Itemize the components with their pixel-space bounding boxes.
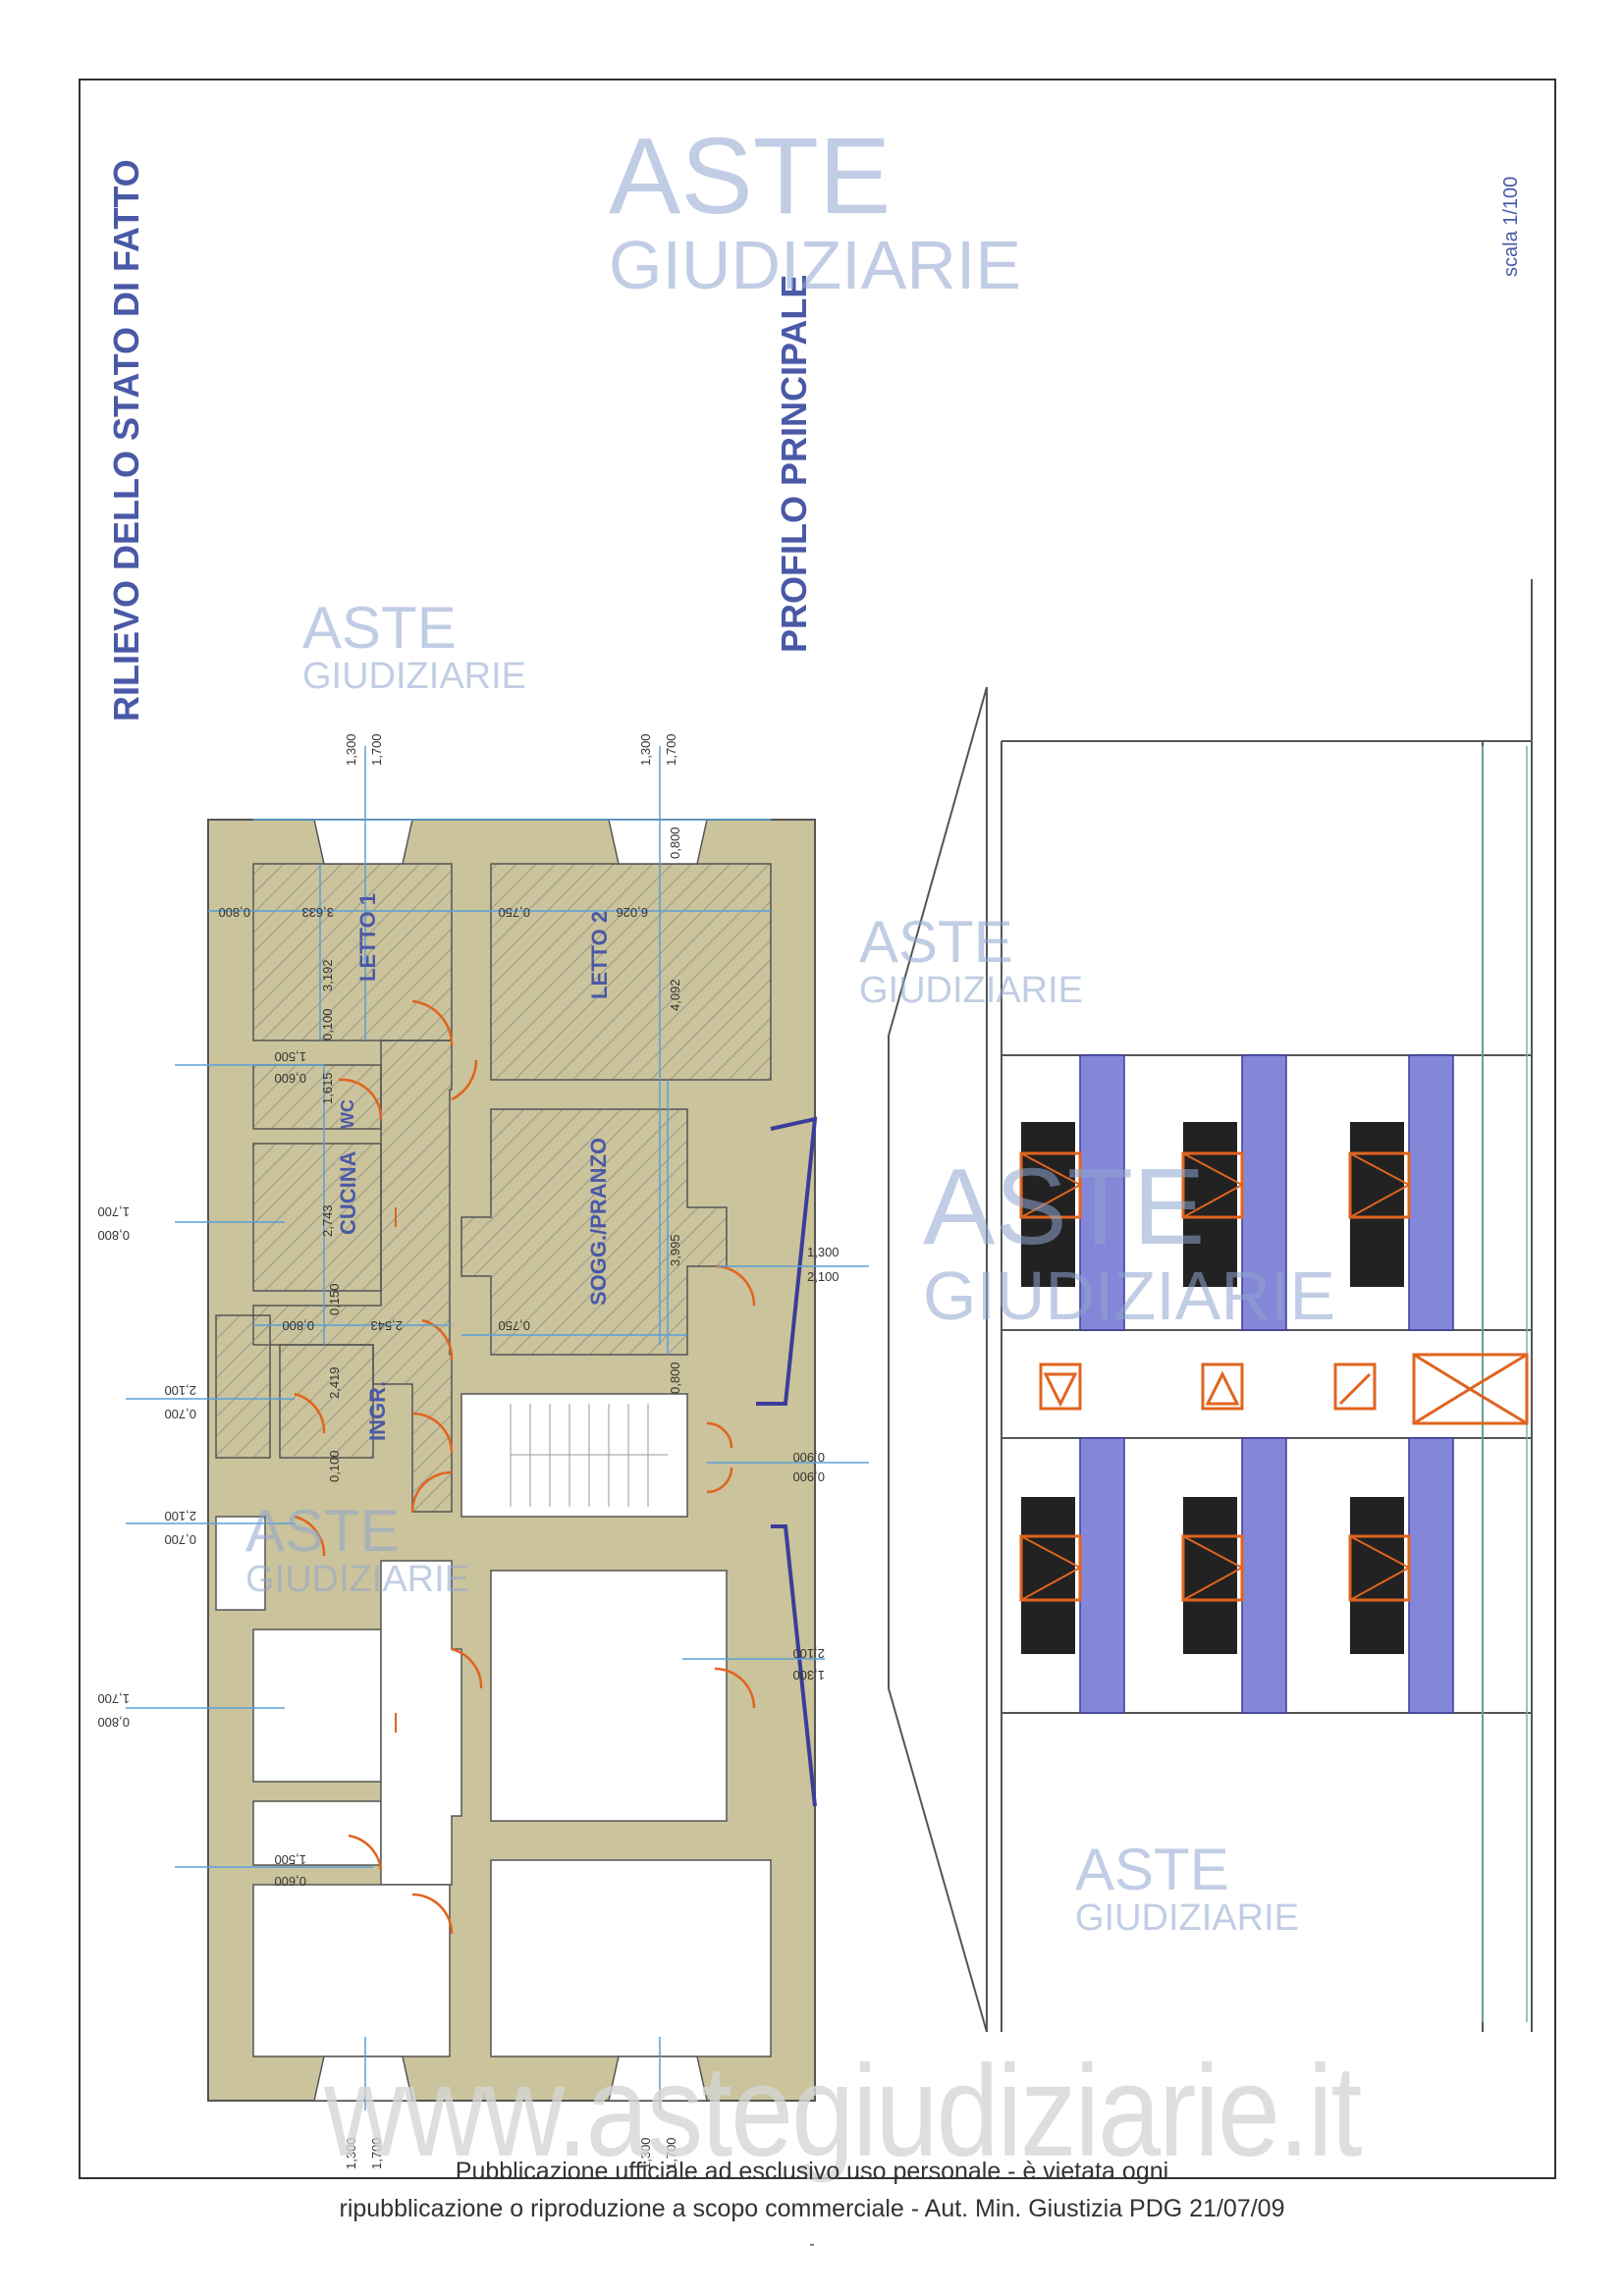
dim-left-ingr-a: 2,100: [164, 1383, 196, 1398]
door-swings: [294, 999, 756, 1935]
lower-living: [490, 1570, 728, 1822]
dim-d10: 0,800: [282, 1318, 314, 1333]
dim-right-mid-a: 1,300: [807, 1245, 839, 1259]
label-ingresso: INGR.: [365, 1381, 390, 1441]
dim-right-low-b: 2,100: [792, 1646, 825, 1661]
watermark-logo-top: ASTE GIUDIZIARIE: [609, 116, 1022, 303]
window-niches: [313, 819, 708, 2102]
dim-left-low-a: 1,700: [97, 1691, 130, 1706]
dim-left-wc-a: 1,500: [274, 1049, 306, 1064]
dim-left-low-wc-b: 0,600: [274, 1874, 306, 1889]
dim-d8: 1,615: [320, 1072, 335, 1104]
dim-l2-w: 6,026: [616, 905, 648, 920]
dim-d12: 0,100: [327, 1450, 342, 1482]
watermark-website: www.astegiudiziarie.it: [324, 2039, 1362, 2184]
footer-line3: -: [809, 2236, 815, 2253]
room-letto1: [252, 863, 453, 1041]
watermark-logo-2: ASTE GIUDIZIARIE: [302, 595, 527, 697]
dim-top-right-a: 1,300: [638, 733, 653, 766]
dim-left-ingr2-a: 2,100: [164, 1509, 196, 1523]
drawing-frame: [79, 79, 1556, 2179]
dimension-lines: [126, 746, 869, 2110]
lower-wc: [252, 1800, 382, 1866]
floor-plan: LETTO 1 LETTO 2 WC CUCINA SOGG./PRANZO I…: [97, 733, 869, 2169]
dim-left-cucina-a: 1,700: [97, 1204, 130, 1219]
dim-d11: 0,800: [668, 1362, 682, 1394]
dim-top-right-b: 1,700: [664, 733, 678, 766]
dim-bottom-right-a: 1,300: [638, 2137, 653, 2169]
label-wc: WC: [338, 1099, 357, 1129]
lower-entry: [215, 1516, 266, 1611]
dim-bottom-left-a: 1,300: [344, 2137, 358, 2169]
dim-bottom-left-b: 1,700: [369, 2137, 384, 2169]
label-cucina: CUCINA: [336, 1150, 360, 1235]
room-ingresso-side: [215, 1314, 271, 1459]
lower-kitchen: [252, 1629, 382, 1783]
label-soggiorno: SOGG./PRANZO: [586, 1138, 611, 1306]
dim-d5: 0,150: [327, 1283, 342, 1315]
dim-left-cucina-b: 0,800: [97, 1228, 130, 1243]
lower-windows: [1019, 1437, 1454, 1714]
bay-windows: [756, 1116, 818, 1807]
dim-stair-b: 0,900: [792, 1450, 825, 1465]
lower-bedroom1: [252, 1884, 451, 2057]
footer-line1: Pubblicazione ufficiale ad esclusivo uso…: [455, 2158, 1169, 2185]
dim-l1-w: 3,633: [301, 905, 334, 920]
dim-bottom-right-b: 1,700: [664, 2137, 678, 2169]
watermark-logo-4: ASTE GIUDIZIARIE: [923, 1147, 1336, 1334]
room-wc: [252, 1064, 382, 1130]
watermark-logo-6: ASTE GIUDIZIARIE: [1075, 1837, 1300, 1939]
room-cucina: [252, 1143, 382, 1292]
stair-steps: [510, 1404, 668, 1507]
room-letto2: [490, 863, 772, 1081]
dim-d7: 2,419: [327, 1366, 342, 1399]
watermark-logo-5: ASTE GIUDIZIARIE: [245, 1498, 470, 1600]
dim-d2: 0,750: [498, 905, 530, 920]
dim-stair-a: 0,900: [792, 1469, 825, 1484]
dim-left-low-wc-a: 1,500: [274, 1852, 306, 1867]
lower-corridor: [380, 1560, 462, 1886]
dim-right-low-a: 1,300: [792, 1668, 825, 1682]
upper-windows: [1019, 1054, 1454, 1331]
dim-l1-h: 3,192: [320, 959, 335, 991]
dim-l2-h: 4,092: [668, 979, 682, 1011]
dim-d1: 0,800: [218, 905, 250, 920]
label-letto1: LETTO 1: [355, 893, 380, 982]
dim-top-left-b: 1,700: [369, 733, 384, 766]
footer-line2: ripubblicazione o riproduzione a scopo c…: [339, 2195, 1285, 2222]
dim-left-ingr2-b: 0,700: [164, 1532, 196, 1547]
dim-d4: 0,100: [320, 1008, 335, 1041]
dim-top-left-a: 1,300: [344, 733, 358, 766]
dim-d6: 2,743: [320, 1204, 335, 1237]
label-letto2: LETTO 2: [587, 911, 612, 999]
dim-d9: 0,750: [498, 1318, 530, 1333]
watermark-logo-3: ASTE GIUDIZIARIE: [859, 909, 1084, 1011]
stair-windows: [1039, 1353, 1529, 1425]
dim-s-h: 3,995: [668, 1234, 682, 1266]
elevation: [888, 579, 1533, 2033]
room-ingresso: [279, 1344, 374, 1459]
dim-left-wc-b: 0,600: [274, 1071, 306, 1086]
dim-s-w: 2,543: [370, 1318, 403, 1333]
dim-right-mid-b: 2,100: [807, 1269, 839, 1284]
dim-left-ingr-b: 0,700: [164, 1407, 196, 1421]
lower-bedroom2: [490, 1859, 772, 2057]
dim-d3: 0,800: [668, 827, 682, 859]
dim-left-low-b: 0,800: [97, 1715, 130, 1730]
